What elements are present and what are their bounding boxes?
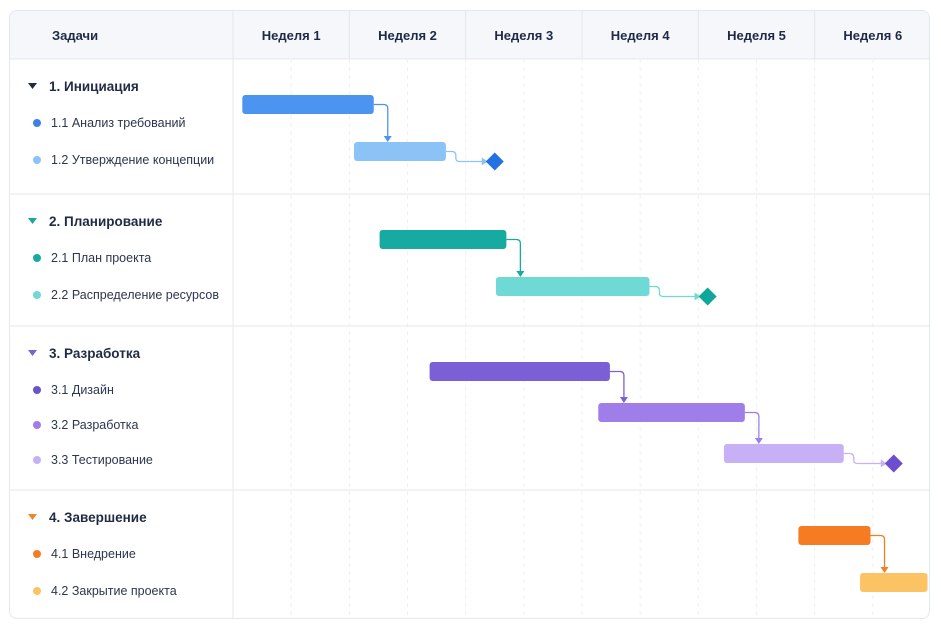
week-header-6: Неделя 6 xyxy=(843,28,902,43)
milestone-connector xyxy=(445,150,483,163)
milestone-diamond-icon xyxy=(698,287,717,306)
arrow-head-icon xyxy=(694,292,701,301)
group-title-2: 2. Планирование xyxy=(49,214,163,229)
task-bar xyxy=(598,403,745,422)
task-dot xyxy=(33,456,41,464)
task-dot xyxy=(33,550,41,558)
dependency-arrow xyxy=(609,370,625,400)
dependency-arrow xyxy=(506,238,522,274)
task-bar xyxy=(798,526,871,545)
arrow-head-icon xyxy=(754,438,763,444)
task-dot xyxy=(33,156,41,164)
arrow-head-icon xyxy=(880,459,887,468)
task-dot xyxy=(33,587,41,595)
arrow-head-icon xyxy=(481,157,488,166)
task-label: 1.2 Утверждение концепции xyxy=(51,153,214,167)
task-label: 3.2 Разработка xyxy=(51,418,139,432)
milestone-diamond-icon xyxy=(884,454,903,473)
dependency-arrow xyxy=(373,103,389,139)
task-label: 2.1 План проекта xyxy=(51,251,151,265)
week-header-4: Неделя 4 xyxy=(611,28,671,43)
week-header-2: Неделя 2 xyxy=(378,28,437,43)
milestone-diamond-icon xyxy=(485,152,504,171)
dependency-arrow xyxy=(870,534,886,570)
task-bar xyxy=(353,142,446,161)
task-dot xyxy=(33,386,41,394)
group-title-3: 3. Разработка xyxy=(49,346,141,361)
collapse-triangle-icon xyxy=(28,83,37,89)
tasks-column-header: Задачи xyxy=(52,28,98,43)
arrow-head-icon xyxy=(516,271,525,277)
collapse-triangle-icon xyxy=(28,514,37,520)
collapse-triangle-icon xyxy=(28,350,37,356)
task-dot xyxy=(33,421,41,429)
week-header-5: Неделя 5 xyxy=(727,28,786,43)
group-title-4: 4. Завершение xyxy=(49,510,147,525)
dependency-arrow xyxy=(744,411,760,441)
task-bar xyxy=(495,277,650,296)
task-dot xyxy=(33,254,41,262)
header-background xyxy=(10,11,929,59)
milestone-connector xyxy=(843,452,882,465)
task-label: 1.1 Анализ требований xyxy=(51,116,185,130)
gantt-svg: Задачи Неделя 1 Неделя 2 Неделя 3 Неделя 4 Не… xyxy=(10,11,929,618)
arrow-head-icon xyxy=(383,136,392,142)
task-bar xyxy=(723,444,844,463)
task-label: 3.3 Тестирование xyxy=(51,453,153,467)
week-header-3: Неделя 3 xyxy=(494,28,553,43)
collapse-triangle-icon xyxy=(28,218,37,224)
task-bar xyxy=(242,95,374,114)
milestone-connector xyxy=(649,285,696,298)
arrow-head-icon xyxy=(619,397,628,403)
task-dot xyxy=(33,119,41,127)
task-label: 2.2 Распределение ресурсов xyxy=(51,288,219,302)
task-label: 4.1 Внедрение xyxy=(51,547,136,561)
task-bar xyxy=(860,573,928,592)
group-title-1: 1. Инициация xyxy=(49,79,139,94)
week-header-1: Неделя 1 xyxy=(262,28,321,43)
task-bar xyxy=(429,362,610,381)
task-label: 3.1 Дизайн xyxy=(51,383,114,397)
task-label: 4.2 Закрытие проекта xyxy=(51,584,177,598)
task-bar xyxy=(379,230,507,249)
arrow-head-icon xyxy=(880,567,889,573)
gantt-chart: Задачи Неделя 1 Неделя 2 Неделя 3 Неделя 4 Не… xyxy=(9,10,930,619)
task-dot xyxy=(33,291,41,299)
